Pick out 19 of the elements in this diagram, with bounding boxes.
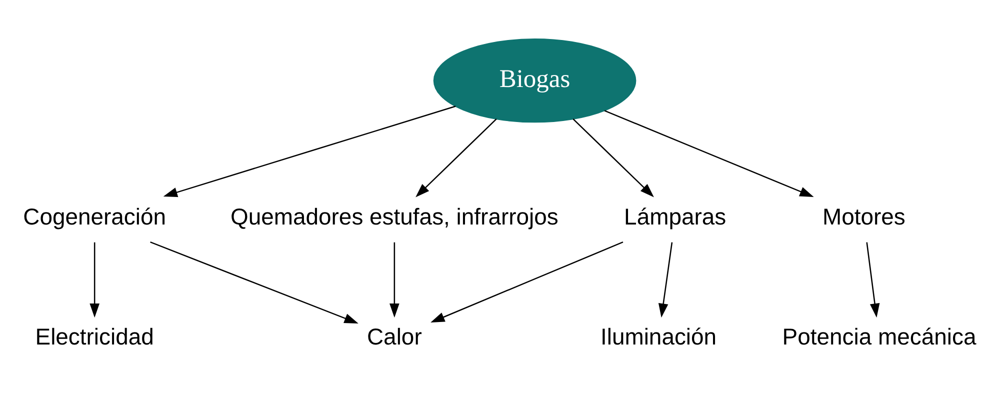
arrow <box>430 242 624 323</box>
node-ellipse: Biogas <box>433 38 636 123</box>
arrow <box>390 242 400 318</box>
arrow <box>572 118 654 198</box>
node-text: Potencia mecánica <box>782 324 976 350</box>
node-text: Iluminación <box>600 324 717 350</box>
node-text: Motores <box>822 204 906 230</box>
node-text: Calor <box>366 324 422 350</box>
arrow <box>604 110 814 198</box>
arrow <box>658 242 673 318</box>
arrow <box>150 241 358 324</box>
node-text: Lámparas <box>624 204 726 230</box>
arrow <box>866 242 880 318</box>
node-text: Quemadores estufas, infrarrojos <box>230 204 558 230</box>
arrow <box>163 106 456 198</box>
node-text: Electricidad <box>35 324 154 350</box>
node-text: Cogeneración <box>23 204 166 230</box>
arrow <box>416 118 497 198</box>
arrow <box>90 242 100 318</box>
